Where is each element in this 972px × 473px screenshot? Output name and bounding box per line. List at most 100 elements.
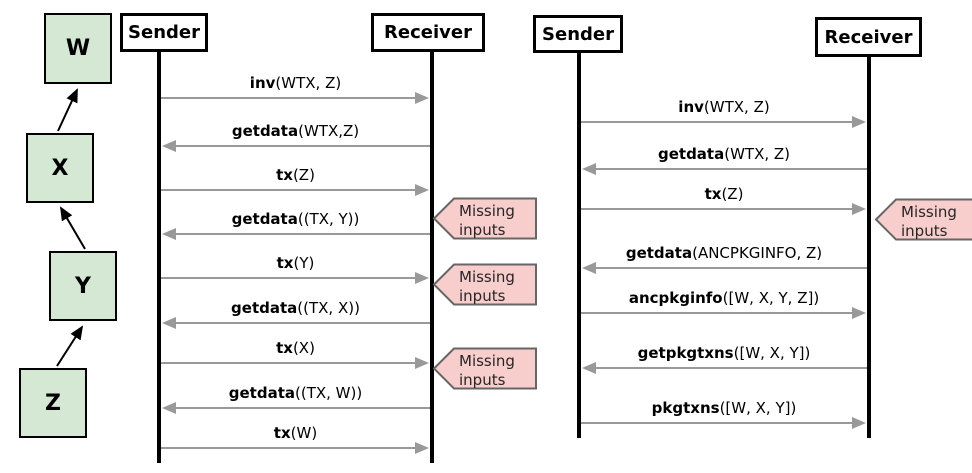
message-args: ((TX, W)) — [295, 384, 363, 402]
tx-node-label: X — [51, 155, 69, 181]
arrowhead-left-icon — [582, 262, 596, 274]
arrowhead-left-icon — [162, 317, 176, 329]
missing-inputs-tag-shape — [433, 197, 537, 240]
message-args: (WTX, Z) — [703, 98, 770, 116]
message-arrow-line — [176, 233, 430, 235]
message-args: (ANCPKGINFO, Z) — [692, 244, 823, 262]
message-label-inv: inv(WTX, Z) — [678, 97, 769, 118]
message-arrow-line — [176, 407, 430, 409]
message-label-tx: tx(Z) — [276, 165, 315, 186]
message-label-ancpkginfo: ancpkginfo([W, X, Y, Z]) — [629, 288, 819, 309]
message-label-getdata: getdata((TX, Y)) — [232, 209, 360, 230]
message-fn: tx — [273, 424, 291, 442]
message-label-pkgtxns: pkgtxns([W, X, Y]) — [652, 398, 797, 419]
message-fn: pkgtxns — [651, 399, 720, 417]
message-fn: tx — [276, 254, 294, 272]
message-label-tx: tx(Z) — [705, 184, 744, 205]
arrowhead-right-icon — [415, 92, 429, 104]
message-label-getdata: getdata(WTX, Z) — [658, 144, 790, 165]
sender-box-right: Sender — [533, 15, 623, 53]
message-label-tx: tx(Y) — [277, 253, 315, 274]
message-fn: getdata — [231, 210, 298, 228]
message-fn: tx — [704, 185, 722, 203]
message-arrow-line — [161, 447, 415, 449]
missing-inputs-line2: inputs — [459, 221, 506, 239]
message-arrow-line — [596, 267, 867, 269]
missing-inputs-line2: inputs — [901, 222, 948, 240]
message-args: (WTX,Z) — [298, 122, 360, 140]
message-args: (Z) — [721, 185, 744, 203]
message-arrow-line — [596, 367, 867, 369]
message-arrow-line — [161, 189, 415, 191]
message-fn: getdata — [231, 122, 299, 140]
sender-label: Sender — [128, 22, 200, 43]
missing-inputs-line1: Missing — [459, 352, 515, 370]
receiver-lifeline-right — [867, 57, 871, 438]
arrowhead-left-icon — [162, 402, 176, 414]
message-fn: tx — [276, 339, 293, 357]
message-fn: getdata — [231, 299, 298, 317]
tx-node-label: Z — [45, 390, 61, 416]
arrowhead-right-icon — [415, 272, 429, 284]
message-args: ([W, X, Y]) — [719, 399, 797, 417]
message-arrow-line — [176, 145, 430, 147]
tx-chain-edge-x-to-w — [57, 88, 78, 132]
tx-node-label: W — [65, 36, 91, 61]
message-label-tx: tx(X) — [276, 338, 315, 359]
arrowhead-right-icon — [852, 417, 866, 429]
arrowhead-right-icon — [415, 357, 429, 369]
tx-chain-edge-z-to-y — [56, 325, 84, 367]
message-args: (Z) — [292, 166, 315, 184]
message-label-inv: inv(WTX, Z) — [250, 73, 341, 94]
missing-inputs-tag-shape — [433, 263, 537, 306]
receiver-box-right: Receiver — [815, 17, 922, 57]
missing-inputs-line2: inputs — [459, 287, 506, 305]
message-arrow-line — [596, 168, 867, 170]
message-fn: getpkgtxns — [637, 344, 734, 362]
missing-inputs-tag-shape — [433, 347, 537, 390]
message-arrow-line — [581, 312, 852, 314]
message-args: (W) — [290, 424, 318, 442]
arrowhead-left-icon — [162, 140, 176, 152]
sender-label: Sender — [542, 23, 614, 45]
message-label-getdata: getdata((TX, X)) — [231, 298, 360, 319]
sender-box-left: Sender — [120, 13, 208, 52]
missing-inputs-tag-shape — [875, 198, 972, 241]
message-fn: ancpkginfo — [628, 289, 723, 307]
message-label-getdata: getdata((TX, W)) — [229, 383, 362, 404]
tx-node-label: Y — [75, 273, 91, 299]
tx-chain-edge-y-to-x — [59, 206, 86, 250]
missing-inputs-line1: Missing — [901, 203, 957, 221]
sender-lifeline-right — [577, 53, 581, 438]
message-args: (X) — [292, 339, 315, 357]
message-args: (WTX, Z) — [724, 145, 791, 163]
sender-lifeline-left — [157, 52, 161, 463]
tx-node-z: Z — [19, 368, 87, 438]
missing-inputs-line1: Missing — [459, 202, 515, 220]
arrowhead-right-icon — [852, 203, 866, 215]
message-arrow-line — [581, 422, 852, 424]
arrowhead-right-icon — [852, 307, 866, 319]
message-arrow-line — [176, 322, 430, 324]
tx-node-y: Y — [49, 251, 117, 321]
message-label-getdata: getdata(ANCPKGINFO, Z) — [626, 243, 822, 264]
message-arrow-line — [581, 208, 852, 210]
message-args: (Y) — [293, 254, 315, 272]
message-fn: getdata — [228, 384, 296, 402]
message-fn: inv — [249, 74, 276, 92]
message-fn: tx — [276, 166, 293, 184]
arrowhead-left-icon — [162, 228, 176, 240]
message-arrow-line — [161, 277, 415, 279]
message-args: ((TX, X)) — [297, 299, 360, 317]
message-label-getdata: getdata(WTX,Z) — [232, 121, 359, 142]
tx-node-w: W — [44, 13, 112, 84]
arrowhead-right-icon — [415, 184, 429, 196]
message-fn: getdata — [625, 244, 693, 262]
message-label-tx: tx(W) — [274, 423, 317, 444]
receiver-label: Receiver — [824, 26, 913, 48]
message-fn: inv — [678, 98, 704, 116]
